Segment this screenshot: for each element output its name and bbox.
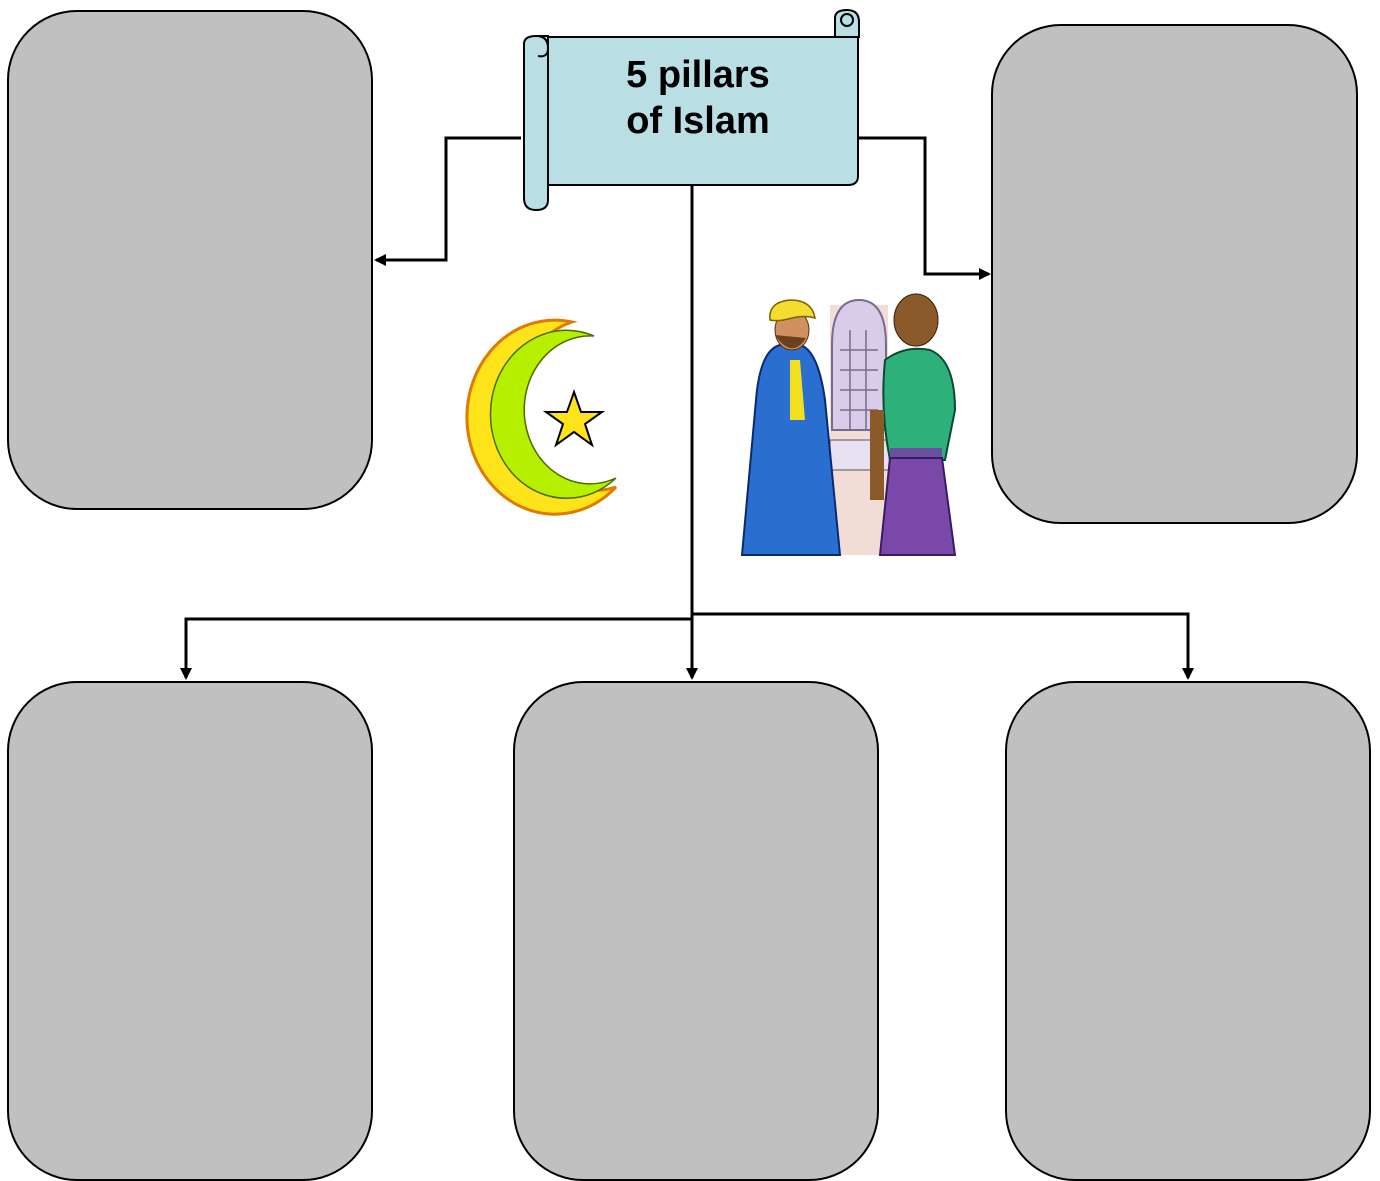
connector-right	[858, 136, 991, 280]
pillar-box-bottom-center	[513, 681, 879, 1181]
diagram-title-line1: 5 pillars	[626, 54, 770, 96]
connector-bottom-left	[180, 617, 692, 680]
diagram-title-line2: of Islam	[626, 100, 770, 142]
diagram-title: 5 pillars of Islam	[548, 52, 848, 144]
pillar-box-top-left	[7, 10, 373, 510]
two-men-clipart-icon	[740, 293, 957, 556]
pillar-box-bottom-right	[1005, 681, 1371, 1181]
scroll-banner-icon	[523, 8, 860, 212]
pillar-box-top-right	[991, 24, 1358, 524]
connector-bottom-right	[692, 612, 1194, 680]
connector-lines	[180, 136, 1194, 680]
crescent-star-icon	[465, 318, 618, 516]
connector-left	[374, 136, 521, 266]
